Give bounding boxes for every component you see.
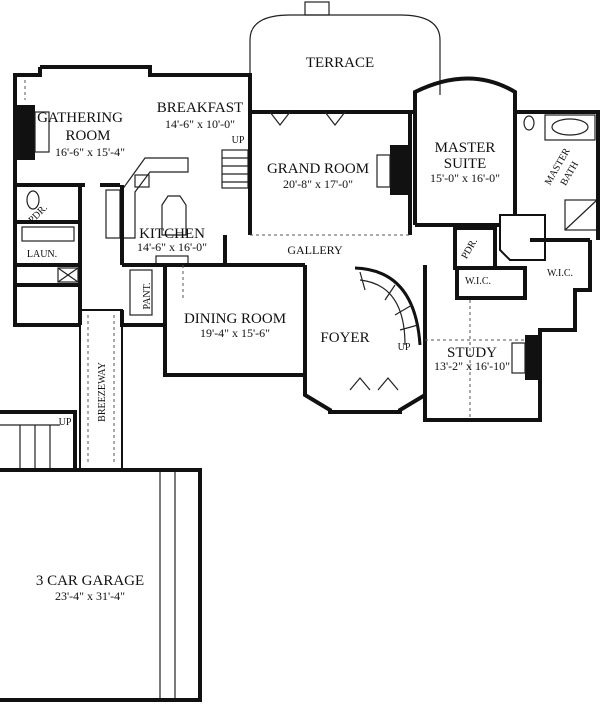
dining-room-label: DINING ROOM [184, 311, 286, 327]
garage-stair-up-label: UP [59, 417, 72, 428]
kitchen-label: KITCHEN [139, 226, 205, 242]
grand-room-label: GRAND ROOM [267, 161, 369, 177]
dining-room-size: 19'-4" x 15'-6" [200, 326, 270, 340]
master-suite-label-2: SUITE [444, 156, 487, 172]
foyer-stair-up-label: UP [398, 342, 411, 353]
wic-right-label: W.I.C. [547, 268, 573, 279]
service-stair [221, 149, 249, 189]
terrace: TERRACE [249, 1, 441, 112]
gallery-label: GALLERY [287, 243, 343, 257]
breezeway: BREEZEWAY [79, 309, 123, 471]
foyer-label: FOYER [320, 330, 369, 346]
foyer: FOYER UP [320, 266, 422, 391]
laundry-label: LAUN. [27, 249, 57, 260]
terrace-label: TERRACE [306, 55, 374, 71]
breakfast-stair-up-label: UP [232, 135, 245, 146]
pdr-right-label: PDR. [460, 236, 481, 261]
gathering-room: GATHERING ROOM 16'-6" x 15'-4" [15, 80, 125, 160]
master-suite-label: MASTER [435, 140, 496, 156]
breakfast-label: BREAKFAST [157, 100, 243, 116]
master-closets: PDR. W.I.C. W.I.C. [453, 214, 590, 300]
gathering-room-size: 16'-6" x 15'-4" [55, 145, 125, 159]
garage-size: 23'-4" x 31'-4" [55, 589, 125, 603]
service-wing: PDR. LAUN. [15, 185, 82, 325]
gathering-room-label-2: ROOM [65, 128, 110, 144]
pantry: PANT. [129, 269, 153, 316]
gathering-room-label: GATHERING [37, 110, 123, 126]
breakfast-size: 14'-6" x 10'-0" [165, 117, 235, 131]
pantry-label: PANT. [142, 283, 153, 310]
breakfast: BREAKFAST 14'-6" x 10'-0" UP [157, 100, 249, 189]
master-bath: MASTER BATH [523, 112, 600, 240]
grand-room: GRAND ROOM 20'-8" x 17'-0" [267, 111, 410, 195]
garage-stair: UP [0, 410, 77, 470]
garage-label: 3 CAR GARAGE [36, 573, 144, 589]
breezeway-label: BREEZEWAY [97, 362, 108, 422]
garage: 3 CAR GARAGE 23'-4" x 31'-4" [0, 468, 202, 702]
dining-room: DINING ROOM 19'-4" x 15'-6" [182, 265, 286, 340]
study-label: STUDY [447, 345, 497, 361]
master-suite-size: 15'-0" x 16'-0" [430, 171, 500, 185]
kitchen-size: 14'-6" x 16'-0" [137, 240, 207, 254]
master-suite: MASTER SUITE 15'-0" x 16'-0" [413, 112, 517, 227]
wic-left-label: W.I.C. [465, 276, 491, 287]
grand-room-size: 20'-8" x 17'-0" [283, 177, 353, 191]
study-size: 13'-2" x 16'-10" [434, 359, 510, 373]
study: STUDY 13'-2" x 16'-10" [425, 300, 540, 420]
kitchen: KITCHEN 14'-6" x 16'-0" [105, 157, 207, 266]
